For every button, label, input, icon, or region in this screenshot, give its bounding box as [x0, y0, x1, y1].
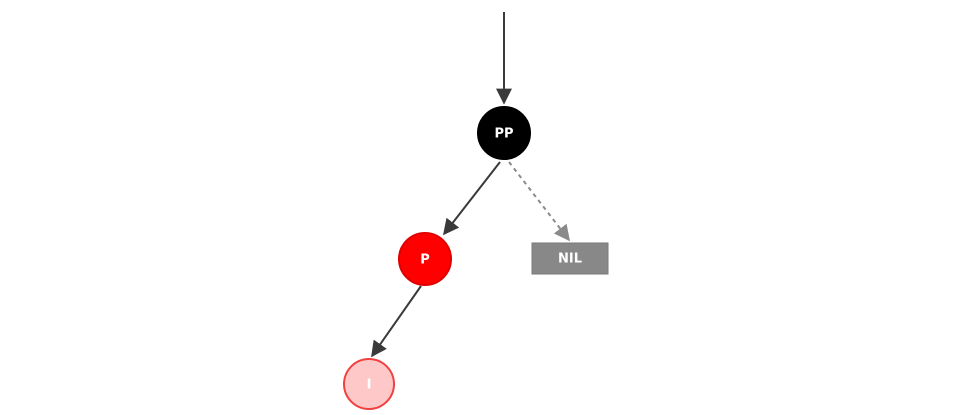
node-p-label: P: [420, 253, 430, 268]
edge-p-to-i: [371, 285, 422, 358]
edge-pp-to-p: [443, 161, 501, 236]
node-pp-label: PP: [494, 127, 513, 142]
node-nil-label: NIL: [558, 252, 582, 267]
node-nil-box: [531, 242, 609, 275]
node-p-circle: [398, 232, 452, 286]
node-i-circle: [343, 358, 395, 410]
edge-pp-to-nil: [508, 161, 570, 242]
node-nil[interactable]: NIL: [531, 242, 609, 275]
node-i[interactable]: I: [343, 358, 395, 410]
node-pp-circle: [477, 106, 531, 160]
node-i-label: I: [367, 378, 372, 393]
node-pp[interactable]: PP: [477, 106, 531, 160]
node-p[interactable]: P: [398, 232, 452, 286]
